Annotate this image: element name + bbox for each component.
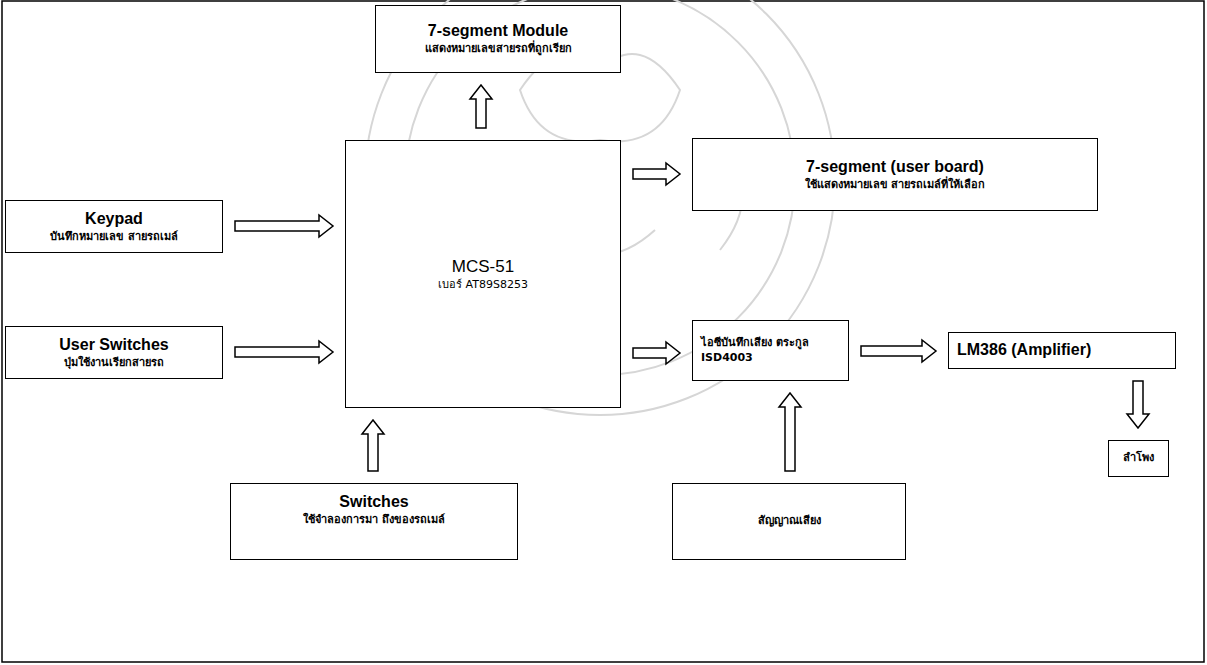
box-title: สัญญาณเสียง	[758, 514, 821, 528]
display-box: 7-segment (user board)ใช้แสดงหมายเลข สาย…	[692, 138, 1098, 211]
box-title: 7-segment (user board)	[806, 157, 984, 178]
voice-ic-box: ไอซีบันทึกเสียง ตระกูล ISD4003	[692, 320, 849, 381]
speaker-box: ลำโพง	[1108, 440, 1169, 477]
block-arrow	[633, 342, 680, 364]
box-title: ไอซีบันทึกเสียง ตระกูล ISD4003	[701, 336, 840, 365]
box-title: Keypad	[85, 209, 143, 230]
amplifier-box: LM386 (Amplifier)	[948, 332, 1176, 369]
input-box: Keypadบันทึกหมายเลข สายรถเมล์	[5, 200, 223, 253]
box-description: ใช้แสดงหมายเลข สายรถเมล์ที่ให้เลือก	[805, 178, 986, 192]
box-description: แสดงหมายเลขสายรถที่ถูกเรียก	[425, 42, 572, 56]
block-arrow	[633, 163, 680, 185]
box-title: 7-segment Module	[428, 21, 568, 42]
box-title: User Switches	[59, 335, 168, 356]
box-description: เบอร์ AT89S8253	[438, 278, 528, 292]
switch-box: Switchesใช้จำลองการมา ถึงของรถเมล์	[230, 483, 518, 560]
box-description: บันทึกหมายเลข สายรถเมล์	[50, 230, 178, 244]
block-arrow	[362, 420, 384, 471]
box-description: ปุ่มใช้งานเรียกสายรถ	[64, 356, 164, 370]
block-arrow	[470, 85, 492, 128]
mcu-box: MCS-51เบอร์ AT89S8253	[345, 140, 621, 408]
box-title: ลำโพง	[1123, 451, 1154, 465]
input-box: User Switchesปุ่มใช้งานเรียกสายรถ	[5, 326, 223, 379]
box-title: LM386 (Amplifier)	[957, 340, 1091, 361]
block-arrow	[235, 215, 333, 237]
block-arrow	[779, 393, 801, 471]
block-arrow	[1127, 381, 1149, 428]
box-description: ใช้จำลองการมา ถึงของรถเมล์	[303, 513, 445, 527]
box-title: MCS-51	[452, 256, 514, 278]
display-module-box: 7-segment Moduleแสดงหมายเลขสายรถที่ถูกเร…	[375, 5, 621, 73]
box-title: Switches	[339, 492, 408, 513]
block-arrow	[235, 341, 333, 363]
block-arrow	[861, 340, 936, 362]
audio-source-box: สัญญาณเสียง	[672, 483, 906, 560]
